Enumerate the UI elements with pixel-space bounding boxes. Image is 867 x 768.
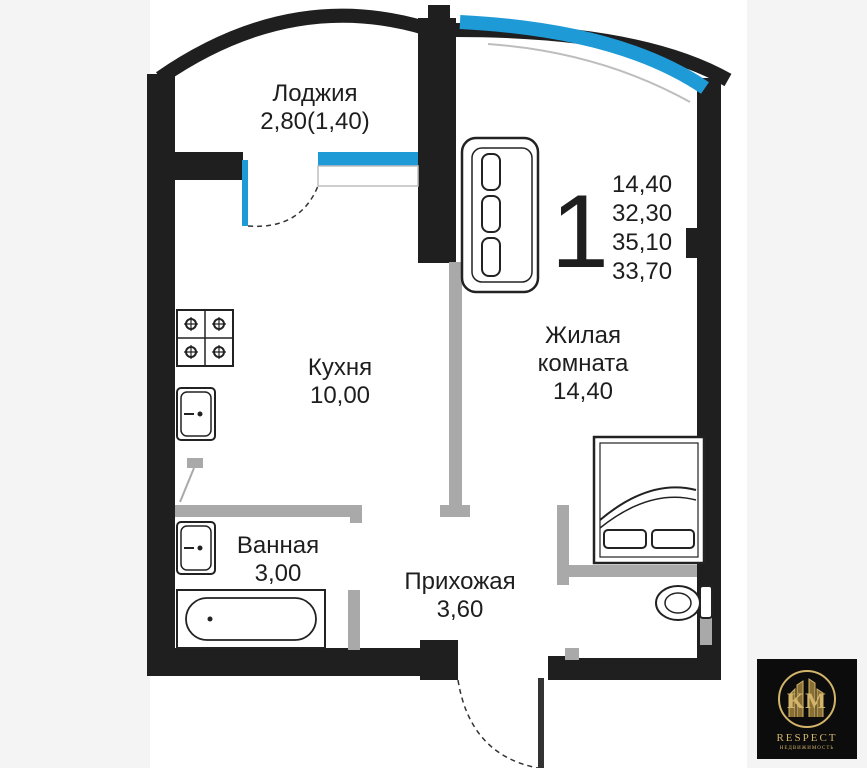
bathroom-label: Ванная 3,00 [218,532,338,588]
living-area-value: 14,40 [612,171,673,198]
kitchen-window [318,152,418,166]
bathroom-sink-icon [176,521,216,575]
living-room-name-line1: Жилая [545,322,621,349]
partition-entry-stub [565,648,579,660]
entrance-door-swing [457,679,539,768]
reduced-area-value: 33,70 [612,258,673,285]
entrance-pier-left [420,640,458,680]
right-wall-pier [686,228,706,258]
kitchen-loggia-wall [175,152,243,180]
total-area-value: 32,30 [612,200,673,227]
living-room-label: Жилая комната 14,40 [508,322,658,406]
bed-icon [592,435,706,565]
logo-name: RESPECT [776,732,838,744]
kitchen-area: 10,00 [309,382,371,409]
living-room-name-line2: комната [537,350,629,377]
hallway-label: Прихожая 3,60 [380,568,540,624]
central-wall-top [428,5,450,35]
kitchen-name: Кухня [307,354,373,381]
kitchen-counter-line [179,467,195,503]
logo-subtitle: НЕДВИЖИМОСТЬ [779,746,835,751]
agency-logo: KM RESPECT НЕДВИЖИМОСТЬ [757,659,857,759]
hallway-name: Прихожая [404,568,516,595]
partition-bath-stub [350,505,362,523]
central-wall [418,18,456,263]
partition-joint [440,505,470,517]
kitchen-window-frame [317,165,419,187]
partition-kitchen-living [449,262,462,512]
bathroom-name: Ванная [236,532,320,559]
bottom-wall-right [548,658,720,680]
entrance-door-leaf [538,678,544,768]
area-summary: 14,40 32,30 35,10 33,70 [612,170,672,286]
bottom-wall-left [147,648,457,676]
left-outer-wall [147,74,175,676]
loggia-door-swing [247,185,319,228]
stove-icon [176,309,234,367]
loggia-door-leaf [242,160,248,226]
loggia-area: 2,80(1,40) [260,108,370,135]
living-window [459,15,709,94]
loggia-name: Лоджия [272,80,358,107]
logo-monogram: KM [787,688,827,713]
rooms-count: 1 [551,174,609,290]
sofa-icon [460,136,540,294]
partition-bath-hall [348,590,360,650]
kitchen-sink-icon [176,387,216,441]
partition-wc-top [557,565,697,577]
kitchen-label: Кухня 10,00 [280,354,400,410]
toilet-icon [655,585,713,621]
logo-emblem-icon [778,670,836,728]
loggia-label: Лоджия 2,80(1,40) [250,80,380,136]
kitchen-counter-end [187,458,203,468]
right-outer-wall [697,78,721,680]
partition-wc-door [700,615,712,645]
living-window-frame [487,43,691,103]
living-room-area: 14,40 [552,378,614,405]
partition-kitchen-bath [175,505,357,517]
hallway-area: 3,60 [436,596,484,623]
total-area-with-loggia-value: 35,10 [612,229,673,256]
bathtub-icon [176,589,326,649]
loggia-arc-wall-left [156,8,427,84]
bathroom-area: 3,00 [254,560,302,587]
